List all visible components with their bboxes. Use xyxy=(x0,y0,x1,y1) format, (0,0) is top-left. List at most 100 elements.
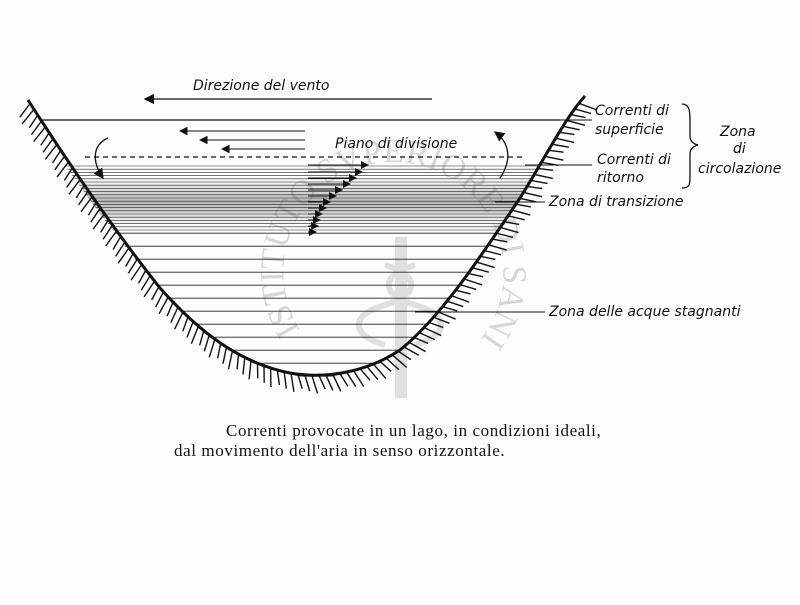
hatch-stroke xyxy=(537,167,554,171)
hatch-stroke xyxy=(463,278,483,286)
hatch-stroke xyxy=(182,316,189,332)
hatch-stroke xyxy=(155,291,165,308)
surface-current-arrows xyxy=(178,126,305,154)
hatch-stroke xyxy=(304,374,311,392)
hatch-stroke xyxy=(428,321,444,329)
hatch-stroke xyxy=(112,236,122,250)
hatch-stroke xyxy=(366,366,379,380)
hatch-stroke xyxy=(507,215,525,221)
hatch-stroke xyxy=(151,286,160,301)
hatch-stroke xyxy=(198,330,205,346)
hatch-stroke xyxy=(530,179,548,185)
hatch-stroke xyxy=(372,363,387,379)
hatch-stroke xyxy=(566,119,586,126)
circulation-zone-label-1: Zona xyxy=(719,124,756,140)
hatch-stroke xyxy=(186,321,194,338)
hatch-stroke xyxy=(130,264,143,281)
hatch-stroke xyxy=(504,220,520,226)
hatch-stroke xyxy=(468,272,484,278)
hatch-stroke xyxy=(488,244,507,251)
hatch-stroke xyxy=(311,374,319,394)
caption-line-2: dal movimento dell'aria in senso orizzon… xyxy=(174,441,505,460)
hatch-stroke xyxy=(446,300,464,308)
hatch-stroke xyxy=(548,149,564,153)
hatch-stroke xyxy=(54,155,66,171)
hatch-stroke xyxy=(102,224,114,240)
hatch-stroke xyxy=(127,258,139,274)
hatch-stroke xyxy=(339,372,349,387)
hatch-stroke xyxy=(203,334,210,352)
hatch-stroke xyxy=(476,261,495,269)
hatch-stroke xyxy=(87,201,97,216)
hatch-stroke xyxy=(51,149,62,164)
hatch-stroke xyxy=(236,354,240,370)
hatch-stroke xyxy=(115,241,126,257)
hatch-stroke xyxy=(217,343,222,359)
hatch-stroke xyxy=(570,113,586,119)
hatch-stroke xyxy=(346,371,357,387)
hatch-stroke xyxy=(297,373,303,389)
hatch-stroke xyxy=(379,360,392,372)
hatch-stroke xyxy=(442,305,458,312)
hatch-stroke xyxy=(359,368,371,381)
hatch-stroke xyxy=(33,126,46,143)
hatch-stroke xyxy=(248,360,252,380)
hatch-stroke xyxy=(63,167,74,181)
surface-currents-label-1: Correnti di xyxy=(595,103,669,119)
hatch-stroke xyxy=(519,197,537,203)
hatch-stroke xyxy=(276,369,281,386)
hatch-stroke xyxy=(523,191,543,198)
hatch-stroke xyxy=(92,213,106,230)
hatch-stroke xyxy=(100,219,110,233)
hatch-stroke xyxy=(19,102,31,118)
hatch-stroke xyxy=(174,311,184,330)
circulation-brace xyxy=(681,103,699,189)
hatch-stroke xyxy=(423,326,442,337)
transition-zone-band xyxy=(30,178,585,226)
hatch-stroke xyxy=(222,346,228,364)
hatch-stroke xyxy=(290,373,295,393)
division-plane-label: Piano di divisione xyxy=(335,136,457,152)
hatch-stroke xyxy=(418,331,436,341)
hatch-stroke xyxy=(437,311,456,320)
hatch-stroke xyxy=(190,325,200,345)
hatch-stroke xyxy=(385,357,400,371)
hatch-stroke xyxy=(28,114,39,129)
hatch-stroke xyxy=(325,374,334,391)
hatch-stroke xyxy=(574,108,592,115)
hatch-stroke xyxy=(403,346,420,356)
hatch-stroke xyxy=(511,209,531,216)
left-circulation-arrow xyxy=(93,137,109,180)
hatch-stroke xyxy=(56,161,70,178)
right-circulation-arrow xyxy=(493,131,509,179)
hatch-stroke xyxy=(44,143,58,160)
hatch-stroke xyxy=(242,357,246,375)
lakebed-hatching xyxy=(19,102,597,394)
hatch-stroke xyxy=(480,255,496,261)
hatch-stroke xyxy=(484,249,502,256)
hatch-stroke xyxy=(413,336,429,345)
hatch-stroke xyxy=(459,283,477,291)
hatch-stroke xyxy=(137,269,147,284)
hatch-stroke xyxy=(117,247,130,264)
hatch-stroke xyxy=(158,296,169,315)
hatch-stroke xyxy=(318,374,326,390)
hatch-stroke xyxy=(455,289,471,295)
hatch-stroke xyxy=(227,350,234,370)
hatch-stroke xyxy=(352,370,365,387)
hatch-stroke xyxy=(166,301,174,317)
hatch-stroke xyxy=(80,196,93,213)
hatch-stroke xyxy=(40,132,50,146)
surface-currents-label-2: superficie xyxy=(595,122,664,138)
return-currents-label-1: Correnti di xyxy=(597,152,671,168)
hatch-stroke xyxy=(208,338,216,358)
hatch-stroke xyxy=(397,350,412,361)
hatch-stroke xyxy=(492,238,508,243)
hatch-stroke xyxy=(105,230,118,247)
hatch-stroke xyxy=(125,252,134,267)
hatch-stroke xyxy=(42,138,54,153)
stagnant-zone-label: Zona delle acque stagnanti xyxy=(548,304,741,320)
hatch-stroke xyxy=(140,275,151,291)
return-current-arrows xyxy=(308,161,369,236)
